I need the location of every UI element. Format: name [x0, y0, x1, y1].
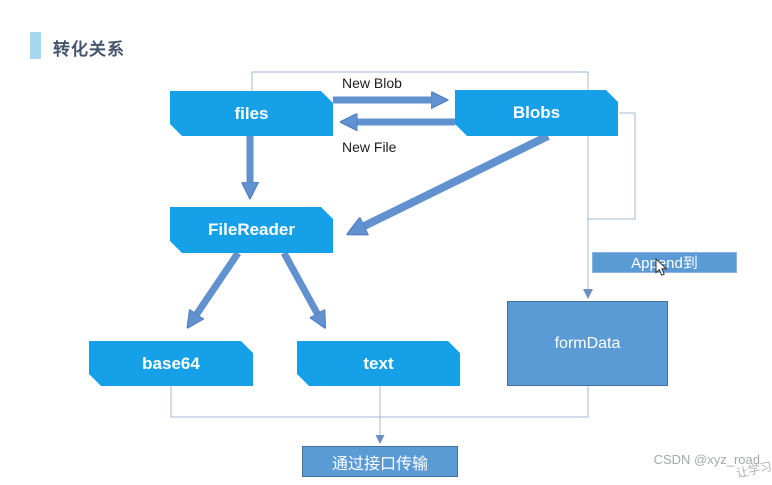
node-formdata[interactable]: formData [507, 301, 668, 386]
connector-bottom-bus [170, 386, 589, 418]
node-files[interactable]: files [170, 91, 333, 136]
arrowhead-into-transfer-icon [375, 435, 385, 444]
title-accent-bar [30, 32, 41, 59]
node-text-label: text [363, 353, 394, 373]
node-base64-label: base64 [142, 353, 200, 373]
node-base64[interactable]: base64 [89, 341, 253, 386]
edge-label-new-blob: New Blob [342, 75, 402, 91]
arrow-filereader-to-base64 [190, 251, 241, 324]
node-blobs[interactable]: Blobs [455, 90, 618, 136]
arrow-filereader-to-text [280, 251, 323, 324]
transfer-action-label: 通过接口传输 [331, 455, 428, 473]
page-title: 转化关系 [53, 40, 125, 59]
node-text[interactable]: text [297, 341, 460, 386]
csdn-watermark: CSDN @xyz_road [653, 452, 760, 467]
node-blobs-label: Blobs [512, 103, 561, 122]
node-formdata-label: formData [554, 334, 621, 352]
node-files-label: files [234, 103, 269, 123]
mouse-cursor-icon [655, 258, 668, 276]
edge-label-new-file: New File [342, 139, 397, 155]
node-filereader[interactable]: FileReader [170, 207, 333, 253]
node-filereader-label: FileReader [208, 220, 295, 239]
append-action-box[interactable]: Append到 [592, 252, 737, 273]
append-action-label: Append到 [631, 255, 698, 272]
transfer-action-box[interactable]: 通过接口传输 [302, 446, 458, 477]
arrowhead-into-formdata-icon [583, 289, 593, 299]
